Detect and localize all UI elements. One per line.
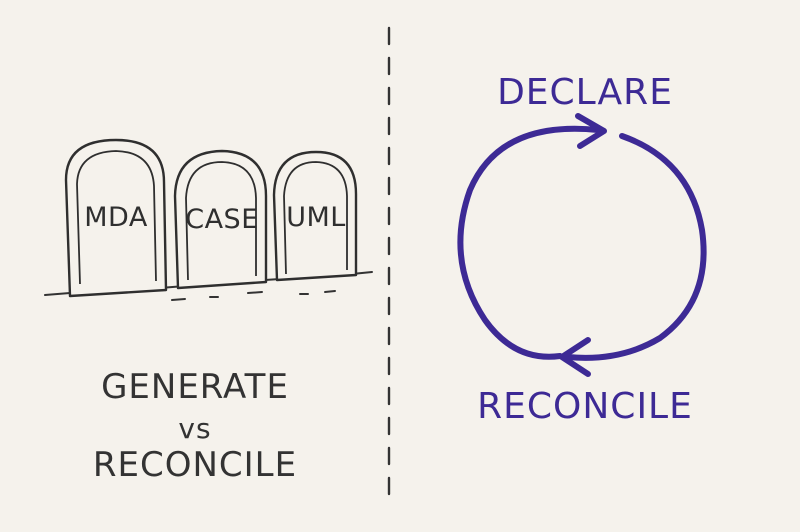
cycle-arrowhead-bottom <box>559 337 591 377</box>
tombstone-label-case: CASE <box>185 204 259 235</box>
cycle-arrowhead-top <box>575 113 607 149</box>
cycle-arc-left <box>457 125 601 360</box>
comparison-line-generate: GENERATE <box>101 367 289 407</box>
tombstone-mda: MDA <box>64 138 168 298</box>
cycle-arc-right <box>565 133 707 361</box>
cycle-label-reconcile: RECONCILE <box>477 386 693 427</box>
reconcile-cycle <box>457 113 707 377</box>
tombstone-label-uml: UML <box>286 202 346 233</box>
comparison-line-vs: vs <box>178 412 212 445</box>
cycle-label-declare: DECLARE <box>497 72 673 113</box>
tombstone-case: CASE <box>173 149 268 290</box>
tombstone-uml: UML <box>272 150 358 282</box>
tombstone-label-mda: MDA <box>84 202 148 233</box>
comparison-line-reconcile: RECONCILE <box>92 445 298 485</box>
